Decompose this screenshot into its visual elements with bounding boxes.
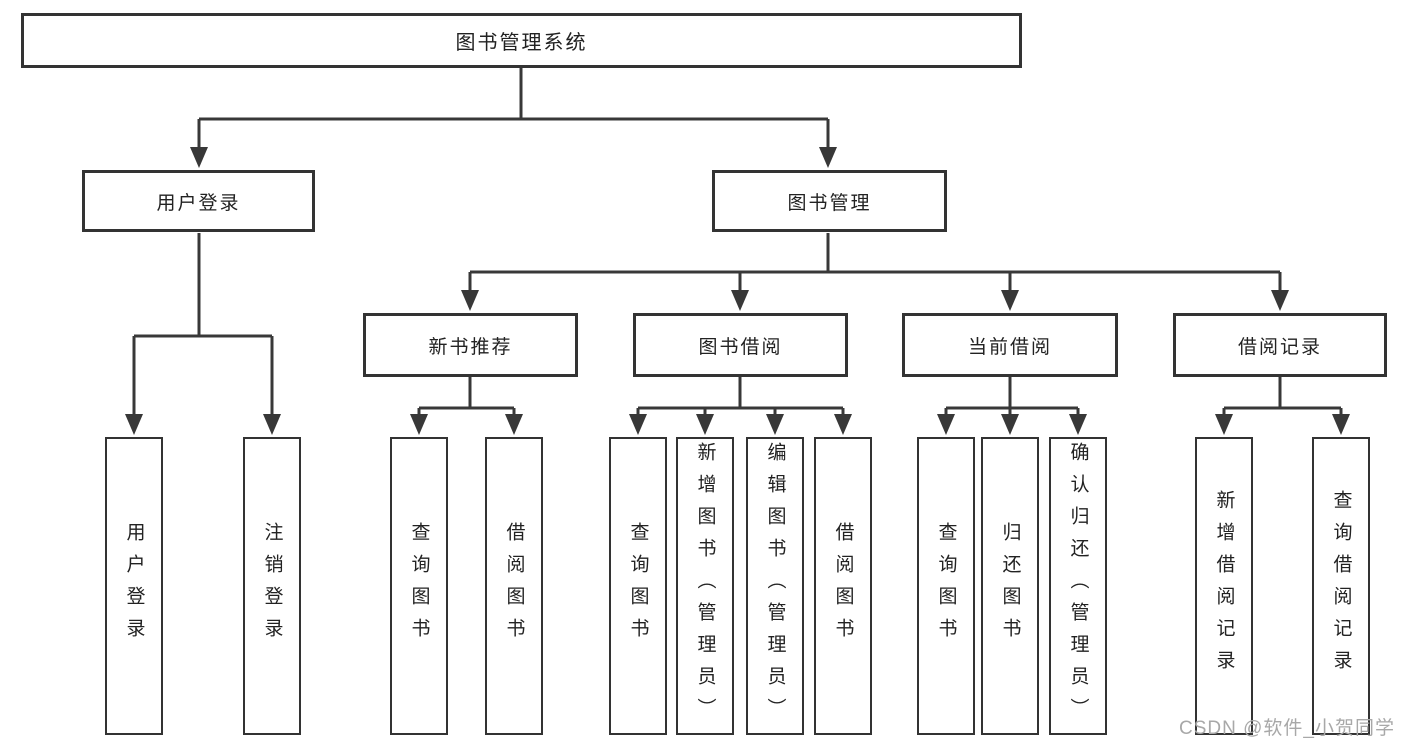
leaf-recommend-query-books: 查询图书	[390, 437, 448, 735]
leaf-logout: 注销登录	[243, 437, 301, 735]
leaf-label: 借阅图书	[832, 522, 854, 650]
node-borrow-records: 借阅记录	[1173, 313, 1387, 377]
leaf-add-borrow-record: 新增借阅记录	[1195, 437, 1253, 735]
connector-book-borrow-children	[629, 377, 852, 435]
leaf-add-books-admin: 新增图书（管理员）	[676, 437, 734, 735]
leaf-label: 新增图书（管理员）	[694, 442, 716, 730]
csdn-watermark: CSDN @软件_小贺同学	[1179, 718, 1395, 739]
node-user-login: 用户登录	[82, 170, 315, 232]
leaf-edit-books-admin: 编辑图书（管理员）	[746, 437, 804, 735]
leaf-current-query-books: 查询图书	[917, 437, 975, 735]
connector-root-to-level2	[190, 68, 837, 168]
leaf-label: 查询图书	[627, 522, 649, 650]
leaf-label: 查询借阅记录	[1330, 490, 1352, 682]
connector-current-borrow-children	[937, 377, 1087, 435]
connector-new-book-recommend-children	[410, 377, 523, 435]
node-new-book-recommend: 新书推荐	[363, 313, 578, 377]
node-book-borrow: 图书借阅	[633, 313, 848, 377]
leaf-return-books: 归还图书	[981, 437, 1039, 735]
leaf-label: 借阅图书	[503, 522, 525, 650]
leaf-user-login: 用户登录	[105, 437, 163, 735]
node-root-system: 图书管理系统	[21, 13, 1022, 68]
leaf-label: 查询图书	[935, 522, 957, 650]
node-book-management: 图书管理	[712, 170, 947, 232]
leaf-label: 确认归还（管理员）	[1067, 442, 1089, 730]
node-current-borrow: 当前借阅	[902, 313, 1118, 377]
connector-book-management-children	[461, 233, 1289, 311]
leaf-label: 编辑图书（管理员）	[764, 442, 786, 730]
leaf-label: 注销登录	[261, 522, 283, 650]
connector-user-login-children	[125, 233, 281, 435]
leaf-label: 新增借阅记录	[1213, 490, 1235, 682]
leaf-recommend-borrow-books: 借阅图书	[485, 437, 543, 735]
leaf-label: 归还图书	[999, 522, 1021, 650]
leaf-query-borrow-record: 查询借阅记录	[1312, 437, 1370, 735]
leaf-borrow-books: 借阅图书	[814, 437, 872, 735]
leaf-borrow-query-books: 查询图书	[609, 437, 667, 735]
leaf-label: 查询图书	[408, 522, 430, 650]
connector-borrow-records-children	[1215, 377, 1350, 435]
leaf-label: 用户登录	[123, 522, 145, 650]
leaf-confirm-return-admin: 确认归还（管理员）	[1049, 437, 1107, 735]
